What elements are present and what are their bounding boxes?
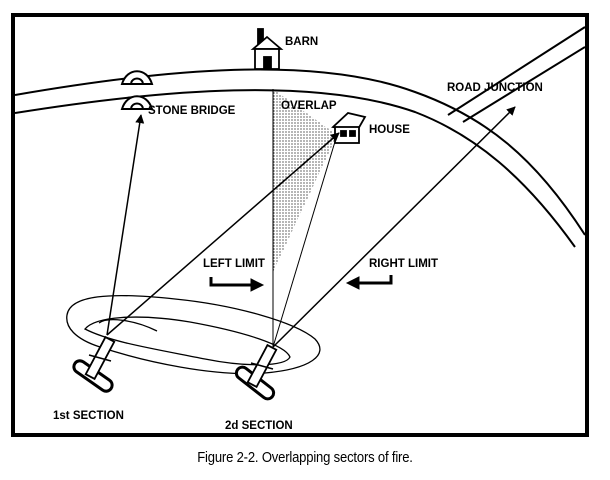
house-icon <box>331 112 367 144</box>
sector-line-road-junction <box>272 106 516 348</box>
sectors-of-fire-diagram: BARN STONE BRIDGE OVERLAP HOUSE ROAD JUN… <box>15 26 585 432</box>
overlap-label: OVERLAP <box>281 100 337 112</box>
barn-label: BARN <box>285 36 318 48</box>
terrain-contours <box>66 294 321 375</box>
overlap-area <box>273 89 337 272</box>
barn-icon <box>250 28 284 70</box>
second-section-label: 2d SECTION <box>225 420 293 432</box>
left-limit-label: LEFT LIMIT <box>203 258 265 270</box>
sector-lines <box>106 89 516 348</box>
sector-line-stone-bridge <box>106 114 145 336</box>
diagram-frame: BARN STONE BRIDGE OVERLAP HOUSE ROAD JUN… <box>11 13 589 437</box>
road-junction-label: ROAD JUNCTION <box>447 82 543 94</box>
stone-bridge-icon <box>120 70 154 110</box>
sector-line-house-1st <box>106 132 340 336</box>
stone-bridge-label: STONE BRIDGE <box>148 105 236 117</box>
left-limit-arrow <box>209 277 265 292</box>
right-limit-arrow <box>345 275 393 290</box>
house-label: HOUSE <box>369 124 410 136</box>
sector-line-house-2d <box>272 134 338 348</box>
first-section-weapon-icon <box>72 335 116 393</box>
junction-road <box>447 26 585 123</box>
right-limit-label: RIGHT LIMIT <box>369 258 438 270</box>
first-section-label: 1st SECTION <box>53 410 124 422</box>
figure-caption: Figure 2-2. Overlapping sectors of fire. <box>197 450 413 466</box>
second-section-weapon-icon <box>234 343 278 401</box>
